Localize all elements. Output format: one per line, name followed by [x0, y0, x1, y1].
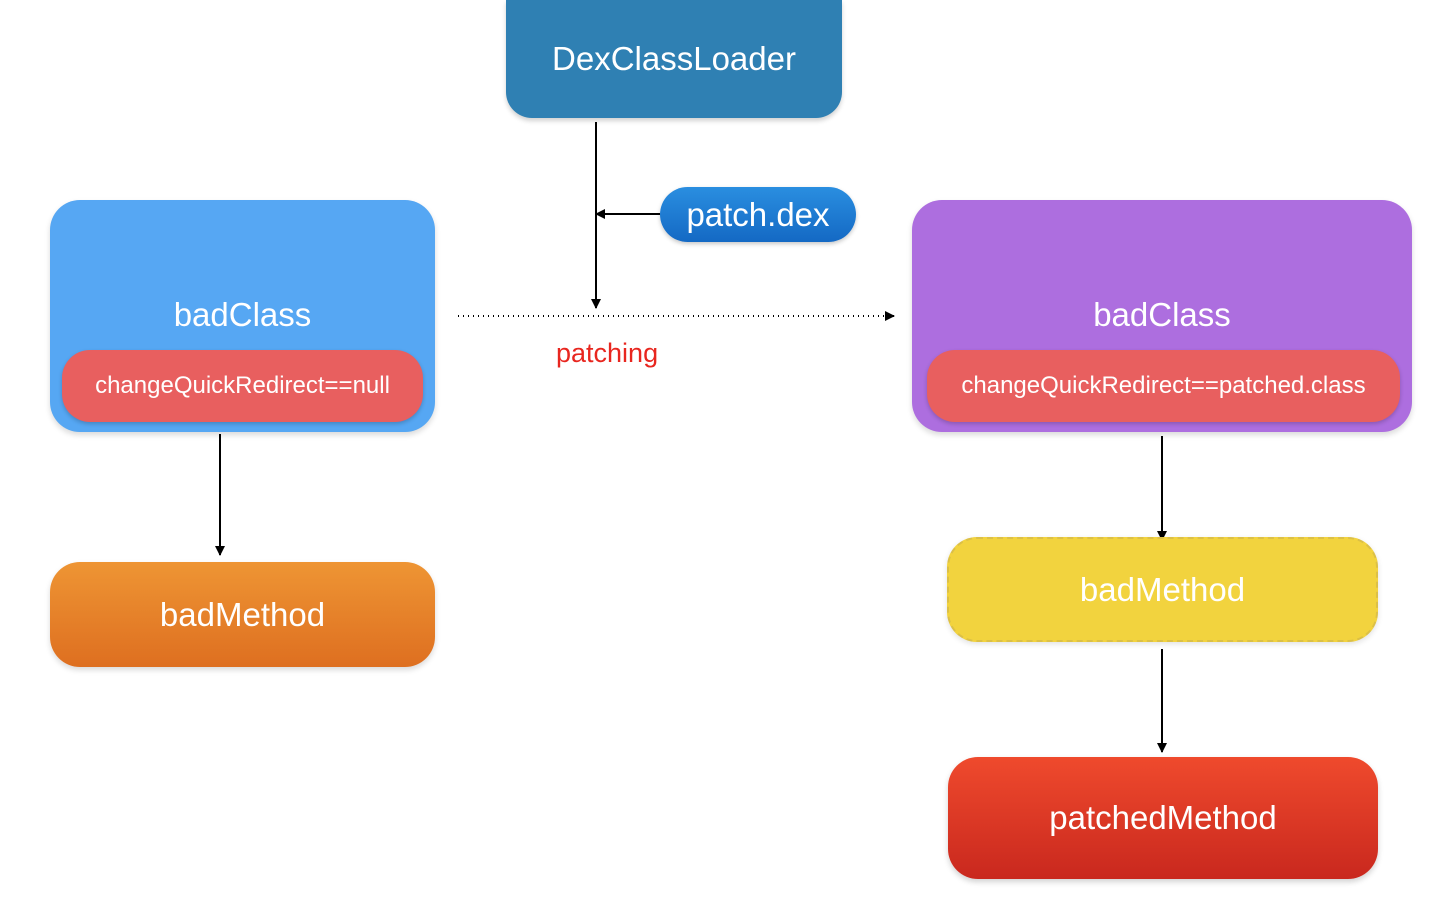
patching-label: patching: [556, 338, 659, 368]
original-class-title: badClass: [173, 296, 312, 333]
original-bad-method-node: badMethod: [50, 562, 435, 667]
dex-class-loader-node: DexClassLoader: [506, 0, 842, 118]
patched-bad-method-node: badMethod: [947, 537, 1378, 642]
original-bad-class-node: badClass changeQuickRedirect==null: [50, 200, 435, 432]
patched-bad-class-node: badClass changeQuickRedirect==patched.cl…: [912, 200, 1412, 432]
patched-method-label: patchedMethod: [1049, 799, 1277, 836]
original-bad-method-label: badMethod: [159, 595, 326, 633]
original-redirect-field-label: changeQuickRedirect==null: [95, 372, 390, 399]
patched-bad-method-label: badMethod: [1079, 570, 1246, 608]
dex-class-loader-label: DexClassLoader: [552, 40, 796, 77]
original-redirect-field: changeQuickRedirect==null: [62, 350, 423, 422]
patched-redirect-field: changeQuickRedirect==patched.class: [927, 350, 1400, 422]
patch-dex-label: patch.dex: [686, 195, 830, 233]
patched-redirect-field-label: changeQuickRedirect==patched.class: [961, 372, 1366, 399]
patched-method-node: patchedMethod: [948, 757, 1378, 879]
patched-class-title: badClass: [1093, 296, 1231, 333]
patch-dex-node: patch.dex: [660, 187, 856, 242]
